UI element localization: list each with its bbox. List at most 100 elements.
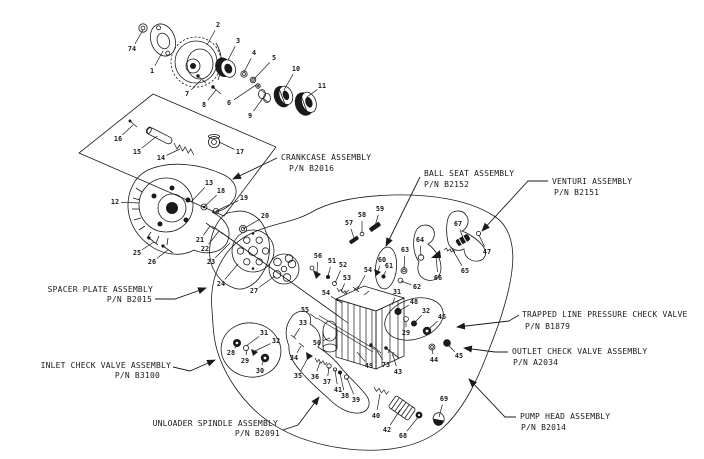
part-number-67: 67 [454, 220, 462, 228]
part-leader-15 [141, 135, 158, 149]
callout-inlet-check-valve-leader [172, 359, 216, 372]
ball-seat-parts [374, 269, 386, 279]
part-number-31: 31 [260, 329, 268, 337]
callout-crankcase-leader [232, 157, 278, 180]
callout-unloader-spindle-name: UNLOADER SPINDLE ASSEMBLY [153, 419, 278, 428]
part-leader-3 [227, 46, 236, 61]
callout-venturi-name: VENTURI ASSEMBLY [552, 177, 632, 186]
unloader-parts [290, 334, 445, 426]
part-leader-67 [459, 229, 464, 239]
part-number-24: 24 [217, 280, 225, 288]
leader-lines [120, 29, 485, 432]
part-number-61: 61 [385, 262, 393, 270]
part-leader-30 [261, 358, 265, 366]
part-number-74: 74 [128, 45, 136, 53]
pulley-11 [294, 91, 317, 116]
part-number-69: 69 [440, 395, 448, 403]
part-number-8: 8 [202, 101, 206, 109]
screw-43 [384, 346, 400, 359]
part-leader-57 [350, 228, 355, 239]
part-number-46: 46 [438, 313, 446, 321]
part-leader-52 [334, 270, 341, 284]
part-number-22: 22 [201, 245, 209, 253]
shaft-15 [145, 126, 173, 145]
part-number-50: 50 [313, 339, 321, 347]
spacer-plate-24 [231, 229, 275, 273]
part-leader-40 [376, 393, 381, 411]
part-number-26: 26 [148, 258, 156, 266]
part-number-28: 28 [227, 349, 235, 357]
outlet-check-outline [384, 297, 444, 341]
bolt-25 [147, 236, 159, 246]
part-leader-47 [478, 234, 485, 247]
part-leader-10 [283, 74, 294, 91]
part-leader-21 [203, 225, 211, 236]
part-number-66: 66 [434, 274, 442, 282]
part-number-56: 56 [314, 252, 322, 260]
part-number-9: 9 [248, 112, 252, 120]
part-number-49: 49 [365, 362, 373, 370]
callout-ball-seat-part-number: P/N B2152 [424, 180, 469, 189]
part-leader-14 [166, 148, 181, 156]
part-number-43: 43 [394, 368, 402, 376]
bearing-3 [215, 57, 237, 78]
part-leader-48 [398, 304, 410, 312]
part-leader-31 [245, 336, 260, 347]
ball-45 [443, 339, 451, 347]
part-leader-5 [253, 62, 271, 80]
callout-outlet-check-valve-name: OUTLET CHECK VALVE ASSEMBLY [512, 347, 647, 356]
part-number-54: 54 [364, 266, 372, 274]
part-number-68: 68 [399, 432, 407, 440]
part-number-29: 29 [241, 357, 249, 365]
part-leader-35 [300, 355, 310, 371]
part-leader-13 [190, 187, 206, 203]
callout-unloader-spindle-leader [282, 396, 320, 431]
part-number-64: 64 [416, 236, 424, 244]
part-leader-46 [428, 320, 438, 330]
part-number-31: 31 [393, 288, 401, 296]
spacer-nut-9 [258, 89, 271, 103]
bolt-8 [211, 85, 222, 95]
venturi-parts [455, 230, 481, 246]
part-leader-22 [208, 230, 220, 245]
callout-ball-seat-leader [385, 176, 421, 247]
part-number-labels: 7412345678910111213141516171819202122232… [111, 21, 491, 440]
part-number-45: 45 [455, 352, 463, 360]
part-leader-27 [258, 275, 276, 288]
venturi-group-outline-67 [446, 210, 486, 262]
part-leader-50 [322, 337, 331, 342]
part-leader-74 [134, 29, 144, 44]
bolt-16 [128, 119, 138, 128]
part-leader-61 [382, 270, 387, 277]
part-number-39: 39 [352, 396, 360, 404]
part-leader-73 [376, 350, 384, 361]
part-number-52: 52 [339, 261, 347, 269]
part-number-3: 3 [236, 37, 240, 45]
part-leader-69 [438, 404, 443, 418]
part-number-6: 6 [227, 99, 231, 107]
part-leader-62 [400, 280, 412, 286]
pump-head-outline [211, 194, 514, 451]
part-number-1: 1 [150, 67, 154, 75]
part-number-29: 29 [402, 329, 410, 337]
callout-inlet-check-valve-part-number: P/N B3100 [115, 371, 160, 380]
part-number-55: 55 [301, 306, 309, 314]
part-number-73: 73 [382, 361, 390, 369]
part-number-60: 60 [378, 256, 386, 264]
part-leader-54 [330, 296, 339, 302]
part-number-62: 62 [413, 283, 421, 291]
part-leader-34 [296, 345, 302, 353]
part-number-21: 21 [196, 236, 204, 244]
callout-crankcase-part-number: P/N B2016 [289, 164, 334, 173]
part-number-5: 5 [272, 54, 276, 62]
part-number-63: 63 [401, 246, 409, 254]
part-number-57: 57 [345, 219, 353, 227]
